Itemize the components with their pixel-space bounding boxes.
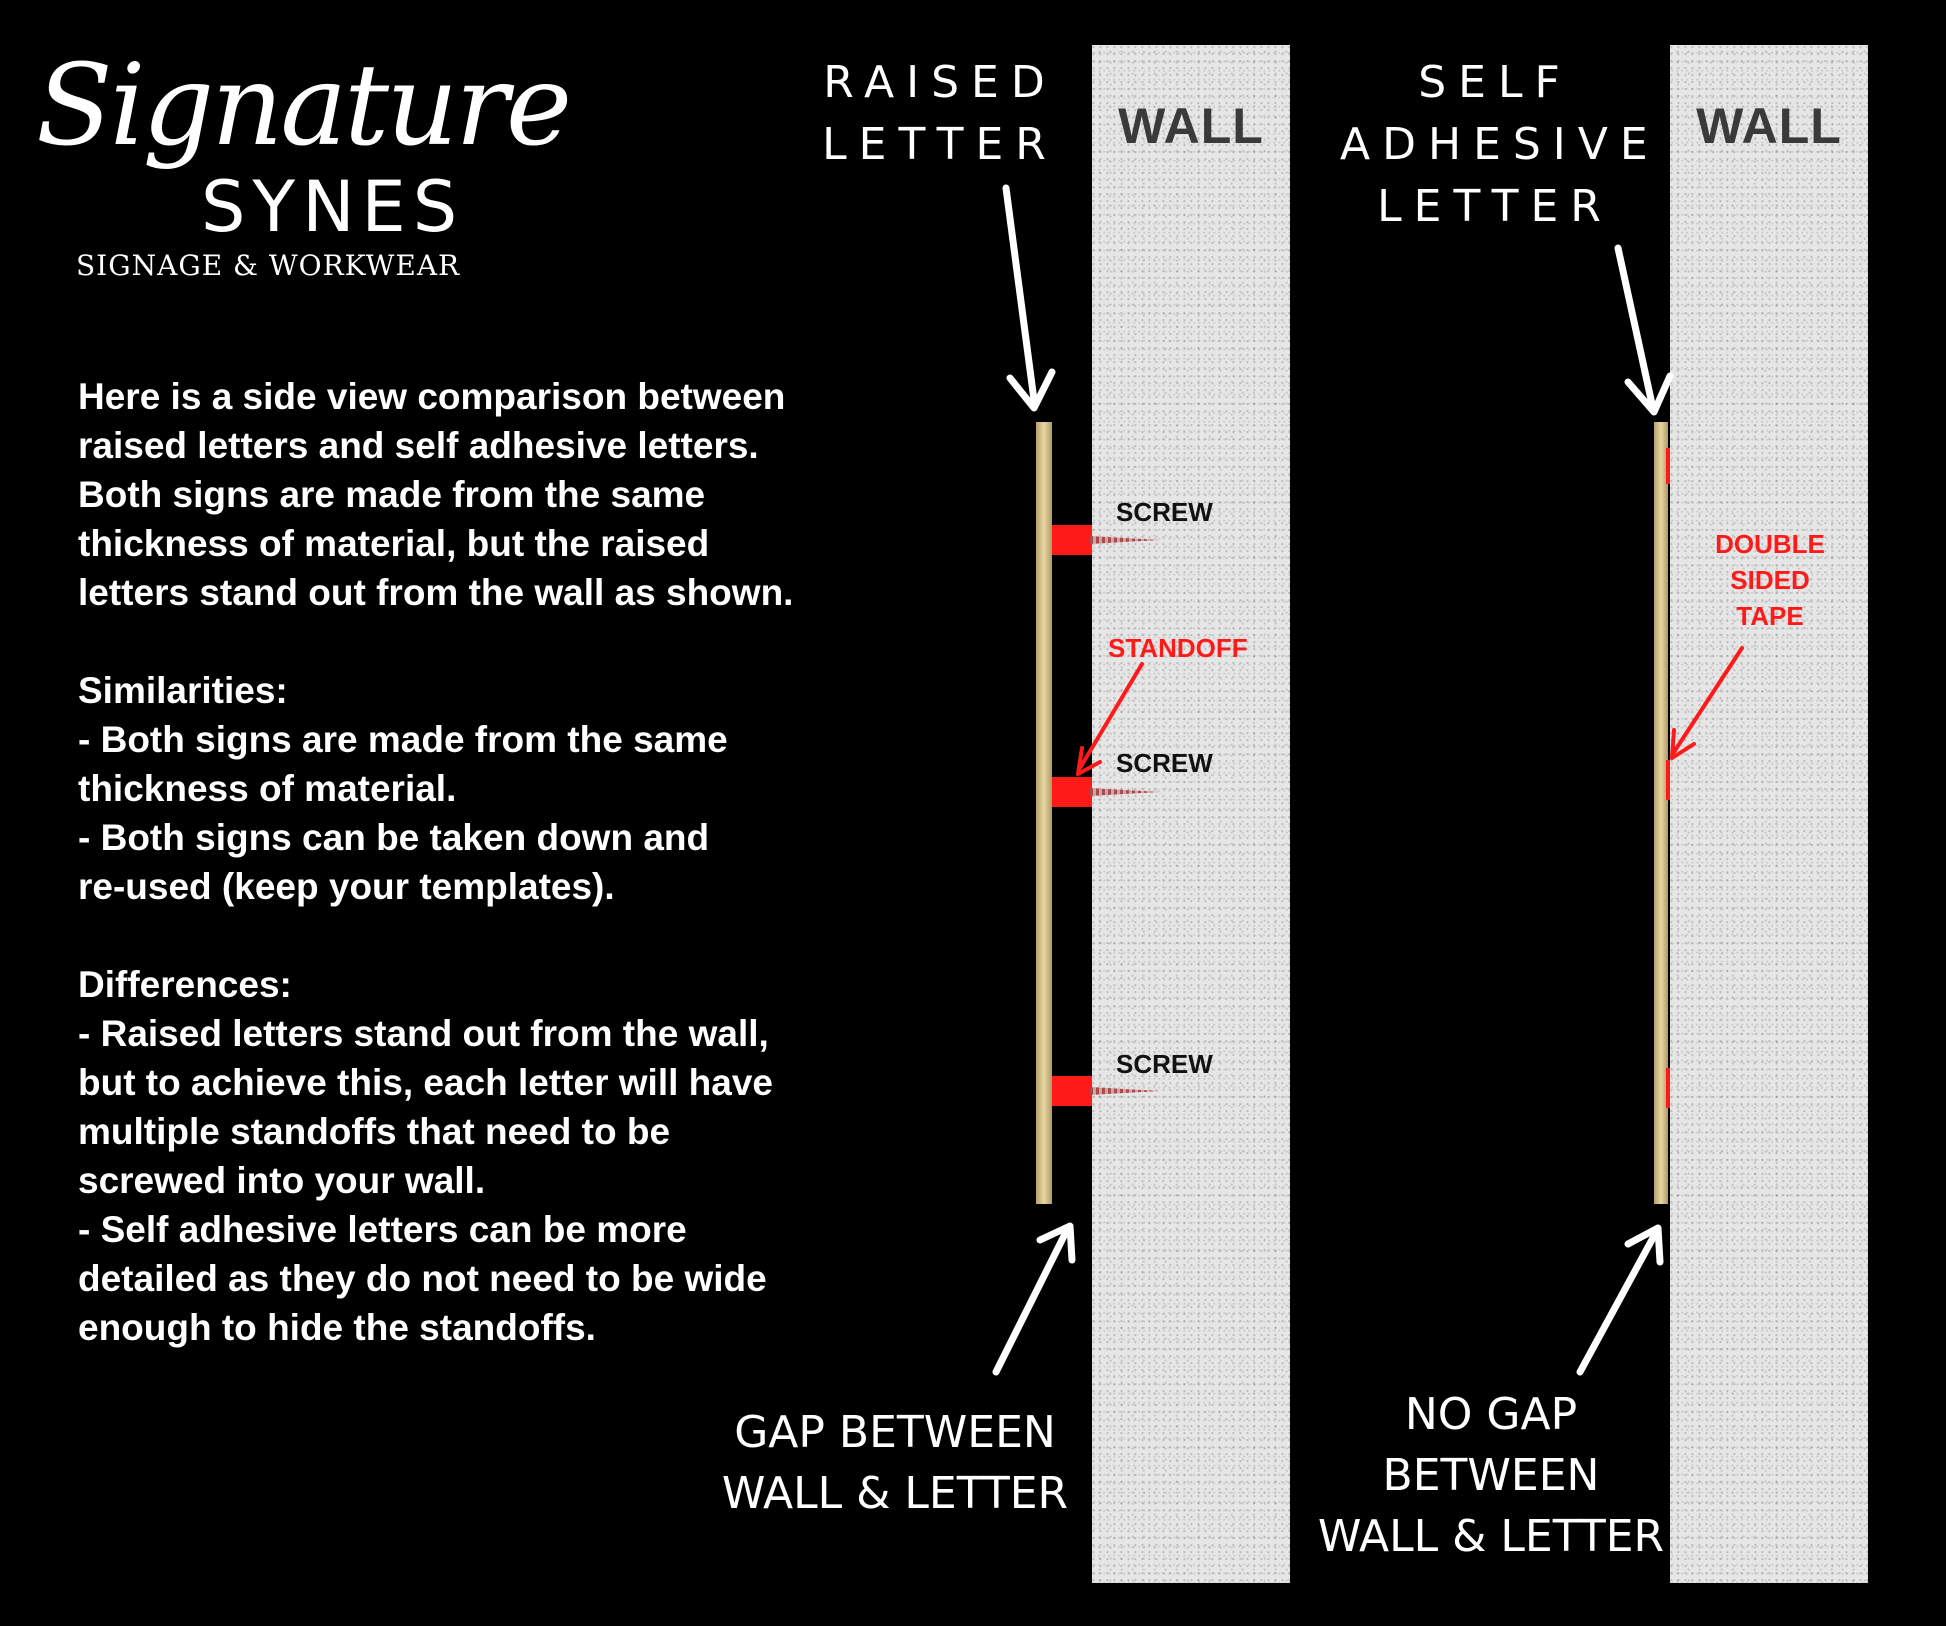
screw [1090, 1087, 1160, 1095]
intro-line: letters stand out from the wall as shown… [78, 572, 794, 613]
arrow-to-tape [1672, 646, 1744, 754]
intro-line: Both signs are made from the same [78, 474, 706, 515]
screw-label: SCREW [1116, 497, 1213, 527]
tape-label: DOUBLE SIDED TAPE [1715, 529, 1825, 631]
company-logo: Signature SYNES SIGNAGE & WORKWEAR [36, 50, 572, 290]
arrow-to-no-gap [1576, 1232, 1658, 1376]
standoff-label: STANDOFF [1108, 633, 1248, 663]
screw-label: SCREW [1116, 748, 1213, 778]
raised-letter-title: RAISED LETTER [822, 57, 1058, 170]
intro-line: raised letters and self adhesive letters… [78, 425, 759, 466]
intro-line: Here is a side view comparison between [78, 376, 786, 417]
similarities-line: - Both signs can be taken down and [78, 817, 710, 858]
differences-line: screwed into your wall. [78, 1160, 486, 1201]
double-sided-tape [1666, 760, 1670, 800]
arrow-to-raised-letter [1002, 184, 1038, 404]
standoff [1052, 777, 1092, 807]
logo-script-text: Signature [36, 41, 572, 171]
double-sided-tape [1666, 1068, 1670, 1108]
screw [1090, 788, 1160, 796]
wall-label: WALL [1118, 98, 1264, 154]
double-sided-tape [1666, 448, 1670, 484]
differences-line: detailed as they do not need to be wide [78, 1258, 767, 1299]
adhesive-wall: WALL [1670, 45, 1868, 1583]
comparison-description: Here is a side view comparison between r… [78, 372, 938, 1352]
differences-line: enough to hide the standoffs. [78, 1307, 596, 1348]
arrowhead [1036, 1222, 1076, 1264]
arrow-to-gap [992, 1228, 1070, 1376]
logo-brand-text: SYNES [201, 166, 465, 248]
no-gap-label: NO GAP BETWEEN WALL & LETTER [1317, 1389, 1665, 1562]
intro-line: thickness of material, but the raised [78, 523, 710, 564]
screw-label: SCREW [1116, 1049, 1213, 1079]
similarities-line: thickness of material. [78, 768, 457, 809]
logo-tagline: SIGNAGE & WORKWEAR [76, 249, 461, 282]
differences-line: multiple standoffs that need to be [78, 1111, 671, 1152]
differences-line: - Self adhesive letters can be more [78, 1209, 687, 1250]
differences-heading: Differences: [78, 964, 292, 1005]
arrow-to-standoff [1078, 662, 1144, 770]
adhesive-letter-board [1654, 422, 1668, 1204]
standoff [1052, 1076, 1092, 1106]
similarities-heading: Similarities: [78, 670, 288, 711]
arrowhead [1624, 372, 1674, 416]
gap-label: GAP BETWEEN WALL & LETTER [721, 1407, 1069, 1519]
differences-line: - Raised letters stand out from the wall… [78, 1013, 769, 1054]
adhesive-letter-title: SELF ADHESIVE LETTER [1340, 57, 1660, 232]
arrowhead [1006, 368, 1056, 412]
raised-letter-board [1036, 422, 1052, 1204]
similarities-line: re-used (keep your templates). [78, 866, 615, 907]
standoff [1052, 525, 1092, 555]
similarities-line: - Both signs are made from the same [78, 719, 728, 760]
arrowhead [1624, 1224, 1664, 1266]
raised-wall: WALL [1092, 45, 1290, 1583]
wall-label: WALL [1696, 98, 1842, 154]
screw [1090, 536, 1160, 544]
arrowhead [1076, 746, 1102, 776]
differences-line: but to achieve this, each letter will ha… [78, 1062, 773, 1103]
arrow-to-adhesive-letter [1614, 244, 1656, 408]
arrowhead [1670, 728, 1696, 760]
